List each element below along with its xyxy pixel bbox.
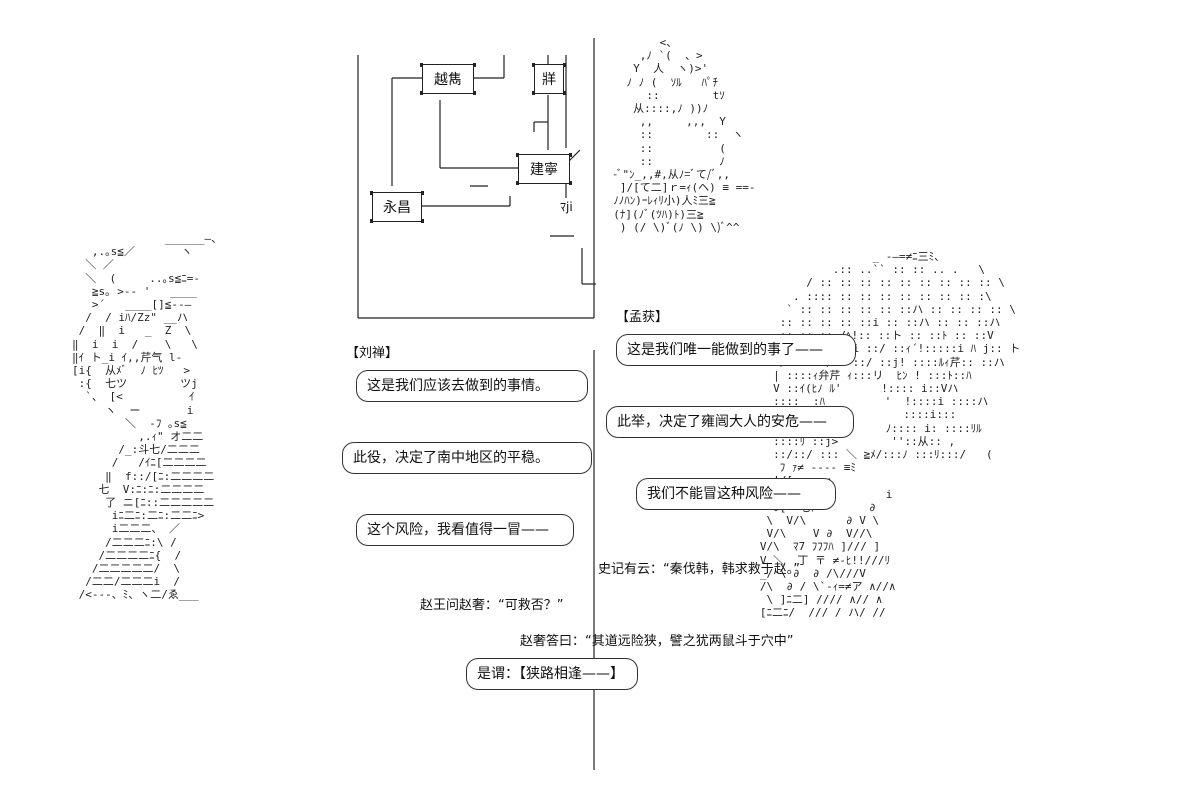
speech-bubble-menghuo-1: 这是我们唯一能做到的事了—— bbox=[616, 334, 856, 366]
tree-fragment-text: ﾏji bbox=[560, 200, 573, 214]
speech-bubble-liuchan-2: 此役，决定了南中地区的平稳。 bbox=[342, 442, 592, 474]
tree-node-zang: 牂 bbox=[532, 63, 566, 95]
left-figure-ascii-art: ______—、 ,.｡s≦／ ヽ ＼ ／ ＼ ( ..｡s≦ﾆ=- ≧s｡ >… bbox=[72, 232, 223, 602]
tree-node-jianning: 建寧 bbox=[516, 153, 572, 185]
top-figure-ascii-art: <、 ,ﾉ `( 、> Y 人 ヽ)>' ﾉ ﾉ ( ｿﾙ ﾊﾟﾁ :: tｿ … bbox=[613, 36, 756, 234]
speaker-tag-liuchan: 【刘禅】 bbox=[346, 346, 399, 361]
speaker-tag-menghuo: 【孟获】 bbox=[616, 310, 669, 325]
narration-line-3: 赵奢答曰：“其道远险狭，譬之犹两鼠斗于穴中” bbox=[520, 634, 794, 649]
speech-bubble-menghuo-3: 我们不能冒这种风险—— bbox=[636, 478, 836, 510]
narration-line-1: 史记有云：“秦伐韩，韩求救于赵。” bbox=[598, 562, 800, 577]
tree-node-yongchang: 永昌 bbox=[370, 191, 424, 223]
speech-bubble-menghuo-2: 此举，决定了雍闿大人的安危—— bbox=[606, 406, 854, 438]
narration-bubble-conclusion: 是谓：【狭路相逢——】 bbox=[466, 658, 638, 690]
speech-bubble-liuchan-3: 这个风险，我看值得一冒—— bbox=[356, 514, 574, 546]
speech-bubble-liuchan-1: 这是我们应该去做到的事情。 bbox=[356, 370, 588, 402]
narration-line-2: 赵王问赵奢：“可救否？” bbox=[420, 598, 564, 613]
tree-node-yuejuan: 越雋 bbox=[420, 63, 476, 95]
